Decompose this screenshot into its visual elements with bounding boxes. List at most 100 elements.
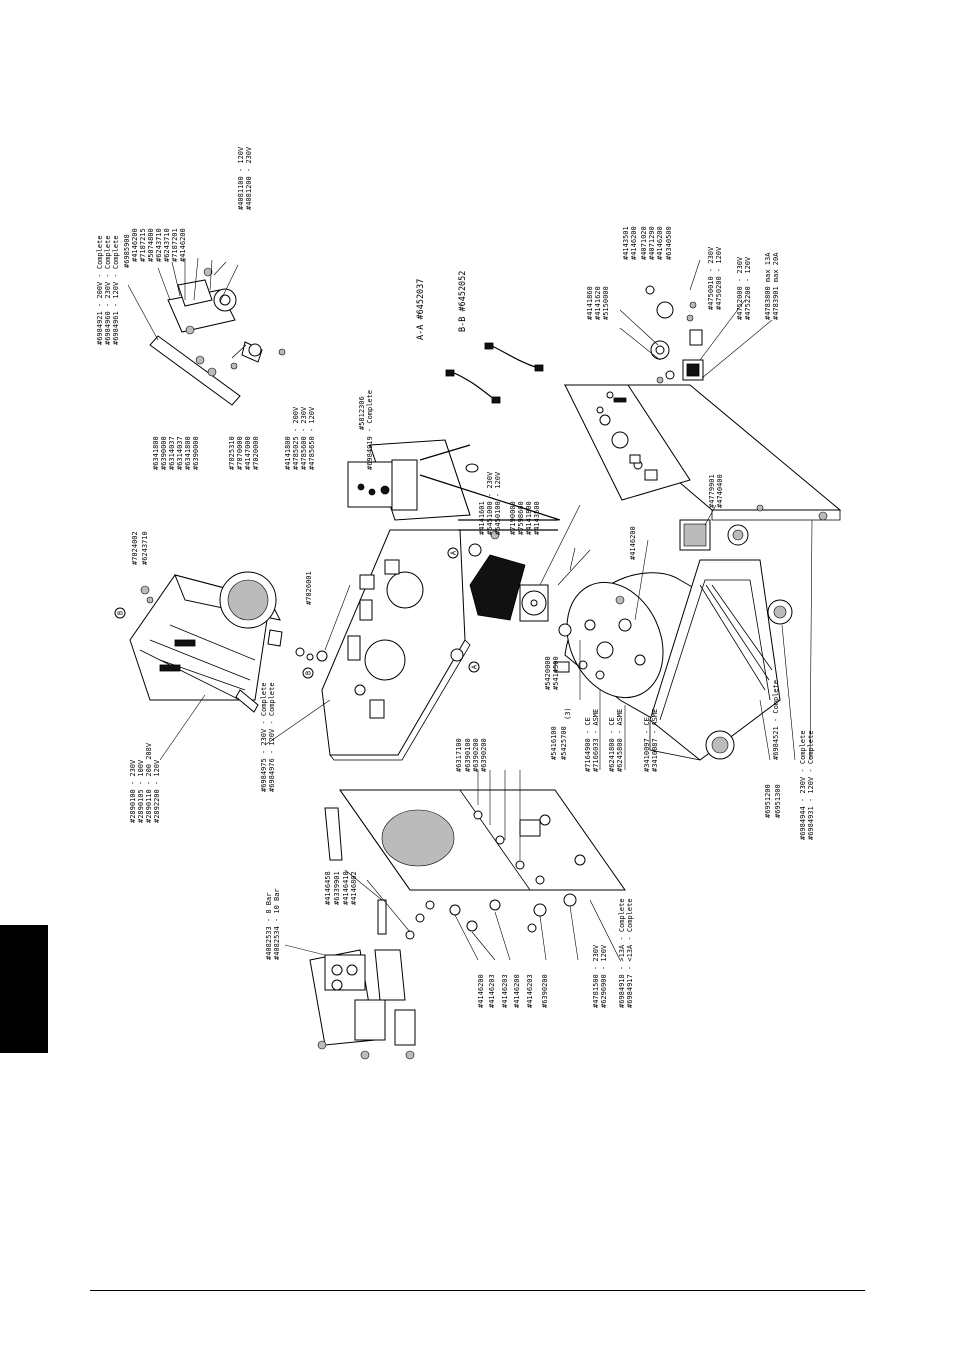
part-label-l02: #6984960 - 230V - Complete: [104, 235, 112, 345]
part-label-l75: #7166033 - ASME: [592, 709, 600, 772]
part-label-l51: #4752200 - 120V: [744, 256, 752, 320]
footnote-superscript: (3): [564, 707, 572, 720]
part-label-l43: #4146200: [630, 226, 638, 260]
part-label-l17: #6314037: [176, 436, 184, 470]
part-label-l57: #7024002: [131, 531, 139, 565]
part-label-l22: #4147000: [244, 436, 252, 470]
part-label-l94: #4146200: [513, 974, 521, 1008]
part-label-l12: #4081100 - 120V: [237, 146, 245, 210]
section-marker-a-2: A: [450, 550, 458, 555]
part-label-l36: #7598600: [517, 501, 525, 535]
part-label-l11: #4146200: [179, 228, 187, 262]
part-label-l09: #6243710: [163, 228, 171, 262]
section-tab: [0, 925, 48, 1053]
part-label-l40: #4141620: [594, 286, 602, 320]
part-label-l99: #6984918 - >13A - Complete: [618, 898, 626, 1008]
part-label-l05: #4146200: [131, 228, 139, 262]
part-label-l08: #6243710: [155, 228, 163, 262]
part-label-l18: #6341800: [184, 436, 192, 470]
part-label-l69: #6390200: [480, 738, 488, 772]
part-label-l77: #6245800 - ASME: [616, 709, 624, 772]
part-label-l46: #4146200: [656, 226, 664, 260]
part-label-l21: #7070000: [236, 436, 244, 470]
cooler-fan: [450, 504, 591, 662]
part-label-l16: #6314037: [168, 436, 176, 470]
part-label-l35: #7190000: [509, 501, 517, 535]
part-label-l88: #6339901: [333, 871, 341, 905]
part-label-l07: #5074800: [147, 228, 155, 262]
part-label-l61: #2890105 - 100V: [137, 759, 145, 823]
part-label-l80: #6951200: [764, 784, 772, 818]
part-label-l98: #6296900 - 120V: [600, 944, 608, 1008]
part-label-l68: #6390200: [472, 738, 480, 772]
part-number-labels: #6984921 - 200V - Complete#6984960 - 230…: [96, 146, 815, 1008]
part-label-l76: #6241800 - CE: [608, 717, 616, 772]
top-cover: [347, 439, 561, 521]
front-side-panel: [324, 770, 626, 891]
part-label-l62: #2890110 - 200 208V: [145, 742, 153, 823]
control-side-panel: [563, 384, 842, 521]
lower-fittings: [449, 893, 621, 961]
part-label-l82: #6984521 - Complete: [772, 680, 780, 760]
part-label-l33: #5451000 - 230V: [486, 471, 494, 535]
part-label-l27: #4785650 - 120V: [308, 406, 316, 470]
part-label-l24: #4141800: [284, 436, 292, 470]
footer-rule: [90, 1290, 865, 1291]
part-label-l23: #7020000: [252, 436, 260, 470]
part-label-l04: #6985908: [123, 234, 131, 268]
part-label-l97: #4781500 - 230V: [592, 944, 600, 1008]
part-label-l26: #4785600 - 230V: [300, 406, 308, 470]
part-label-l13: #4081200 - 230V: [245, 146, 253, 210]
part-label-l52: #4783800 max 13A: [764, 252, 772, 320]
part-label-l66: #6317100: [455, 738, 463, 772]
mesh-grille: [699, 584, 773, 691]
part-label-l91: #4146200: [477, 974, 485, 1008]
part-label-l96: #6390200: [541, 974, 549, 1008]
section-marker-b-1: B: [305, 671, 313, 675]
part-label-l06: #7187215: [139, 228, 147, 262]
part-label-l29: B-B #6452052: [458, 271, 468, 332]
part-label-l72: #5416100: [550, 726, 558, 760]
part-label-l74: #7164900 - CE: [584, 717, 592, 772]
part-label-l28: A-A #6452037: [416, 279, 426, 340]
part-label-l95: #4146203: [526, 974, 534, 1008]
part-label-l19: #6390000: [192, 436, 200, 470]
switch-fittings-cluster: [619, 259, 773, 384]
part-label-l39: #4141860: [586, 286, 594, 320]
part-label-l78: #3410097 - CE: [643, 717, 651, 772]
part-label-l38: #4143500: [533, 501, 541, 535]
part-label-l73: #5425700: [560, 726, 568, 760]
part-label-l34: #5450100 - 120V: [494, 471, 502, 535]
part-label-l60: #2890100 - 230V: [129, 759, 137, 823]
part-label-l89: #4146410: [342, 871, 350, 905]
part-label-l47: #6340500: [665, 226, 673, 260]
part-label-l63: #2892200 - 120V: [153, 759, 161, 823]
section-marker-a-3: A: [471, 664, 479, 669]
part-label-l79: #3410087 - ASME: [651, 709, 659, 772]
base-plate: [264, 529, 471, 761]
part-label-l93: #4146203: [501, 974, 509, 1008]
part-label-l67: #6390100: [464, 738, 472, 772]
part-label-l90: #4146802: [350, 871, 358, 905]
part-label-l70: #5420000: [544, 656, 552, 690]
part-label-l01: #6984921 - 200V - Complete: [96, 235, 104, 345]
part-label-l25: #4785025 - 200V: [292, 406, 300, 470]
part-label-l71: #5414500: [552, 656, 560, 690]
part-label-l37: #4141800: [525, 501, 533, 535]
part-label-l31: #6984919 - Complete: [366, 390, 374, 470]
part-label-l86: #4082534 - 10 Bar: [273, 888, 281, 960]
part-label-l48: #4750010 - 230V: [707, 246, 715, 310]
part-label-l65: #6984976 - 120V - Complete: [268, 682, 276, 792]
part-label-l45: #4071290: [648, 226, 656, 260]
part-label-l83: #6984944 - 230V - Complete: [799, 730, 807, 840]
part-label-l30: #5812306: [358, 396, 366, 430]
part-label-l56: #4146200: [629, 526, 637, 560]
part-label-l20: #7025310: [228, 436, 236, 470]
part-label-l87: #4146458: [324, 871, 332, 905]
part-label-l59: #7026001: [305, 571, 313, 605]
part-label-l54: #4779901: [708, 474, 716, 508]
frame-chassis: [649, 504, 813, 761]
part-label-l58: #6243710: [141, 531, 149, 565]
